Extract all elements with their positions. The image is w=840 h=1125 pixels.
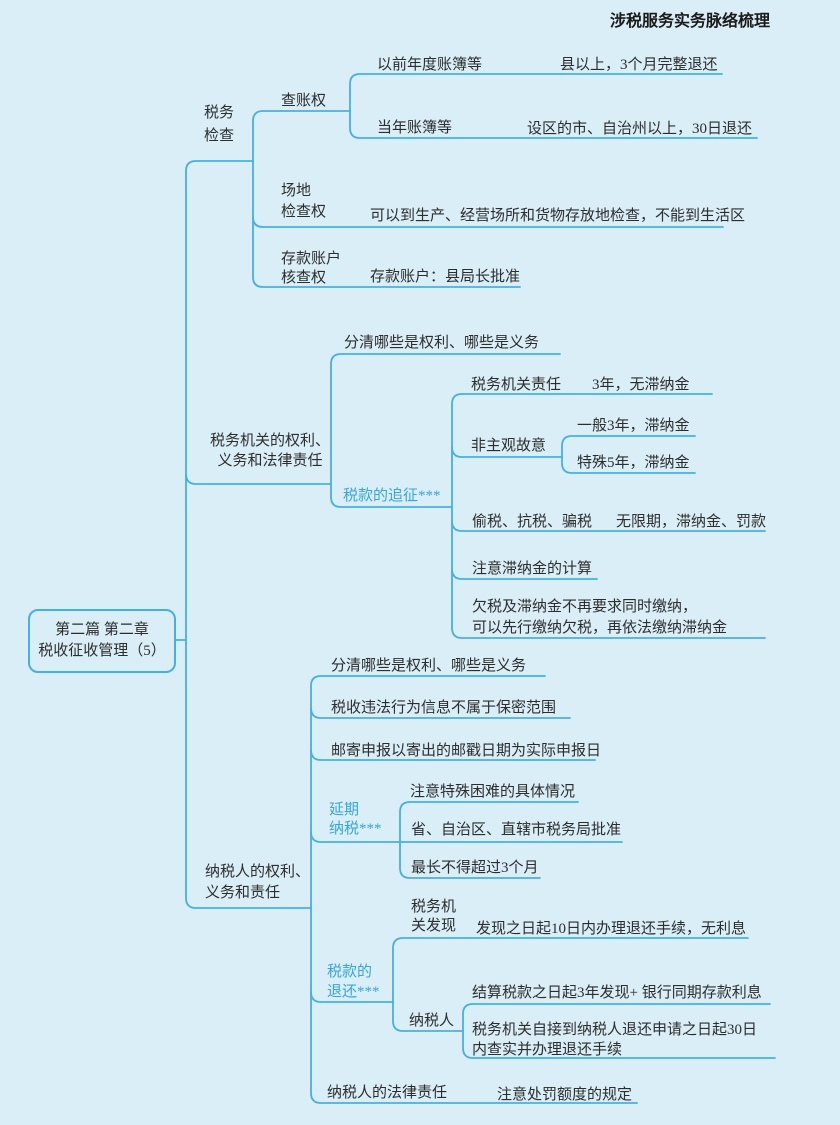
note-refund-interest: 结算税款之日起3年发现+ 银行同期存款利息 <box>472 985 762 1001</box>
site-right-underline <box>252 216 724 228</box>
note-mail-filing: 邮寄申报以寄出的邮戳日期为实际申报日 <box>331 743 602 759</box>
note-deferral-approval: 省、自治区、直辖市税务局批准 <box>411 822 622 838</box>
topic-refund-authority-found-line2: 关发现 <box>411 918 457 934</box>
topic-account-verify-line2: 核查权 <box>281 270 327 286</box>
topic-deferred-tax: 延期 纳税*** <box>329 801 382 839</box>
topic-unintentional: 非主观故意 <box>471 438 547 454</box>
note-refund-procedure-line1: 税务机关自接到纳税人退还申请之日起30日 <box>472 1022 758 1038</box>
unintentional-spine <box>561 435 696 474</box>
unintentional-underline <box>451 446 563 458</box>
topic-deferred-tax-line1: 延期 <box>329 802 360 818</box>
topic-tax-inspection-line1: 税务 <box>203 105 234 121</box>
topic-tax-evasion: 偷税、抗税、骗税 <box>472 514 593 530</box>
note-tax-arrears: 欠税及滞纳金不再要求同时缴纳， 可以先行缴纳欠税，再依法缴纳滞纳金 <box>472 597 727 639</box>
page-title: 涉税服务实务脉络梳理 <box>610 13 771 30</box>
audit-right-spine <box>349 73 758 139</box>
topic-audit-right: 查账权 <box>281 93 327 109</box>
note-late-fee-calc: 注意滞纳金的计算 <box>472 561 593 577</box>
note-prior-year-refund: 县以上，3个月完整退还 <box>560 57 718 73</box>
authority-underline <box>185 473 332 485</box>
refund-spine <box>392 937 749 1032</box>
deferral-spine <box>399 801 579 879</box>
topic-refund-taxpayer: 纳税人 <box>409 1013 455 1029</box>
topic-taxpayer-rights: 纳税人的权利、 义务和责任 <box>205 862 310 904</box>
topic-authority-rights-line1: 税务机关的权利、 <box>209 433 330 449</box>
root-topic-line1: 第二篇 第二章 <box>55 622 149 638</box>
inspection-spine <box>252 110 521 288</box>
topic-refund-authority-found-line1: 税务机 <box>411 899 457 915</box>
refund-taxpayer-spine <box>462 1003 776 1059</box>
authority-spine <box>330 353 561 508</box>
violation-underline <box>310 707 571 719</box>
late-fee-underline <box>451 568 598 580</box>
note-violation-info: 税收违法行为信息不属于保密范围 <box>331 700 557 716</box>
note-taxpayer-distinguish: 分清哪些是权利、哪些是义务 <box>331 658 527 674</box>
note-authority-distinguish: 分清哪些是权利、哪些是义务 <box>344 335 540 351</box>
topic-site-inspection-line1: 场地 <box>281 183 312 199</box>
topic-account-verify-line1: 存款账户 <box>281 251 342 267</box>
note-unintentional-special: 特殊5年，滞纳金 <box>577 455 690 471</box>
topic-tax-inspection-line2: 检查 <box>203 128 234 144</box>
note-tax-arrears-line1: 欠税及滞纳金不再要求同时缴纳， <box>472 599 698 615</box>
topic-prior-year-books: 以前年度账簿等 <box>377 57 483 73</box>
taxpayer-spine <box>310 675 638 1104</box>
topic-authority-rights: 税务机关的权利、 义务和法律责任 <box>196 431 344 471</box>
note-refund-procedure: 税务机关自接到纳税人退还申请之日起30日 内查实并办理退还手续 <box>472 1020 757 1060</box>
note-unintentional-general: 一般3年，滞纳金 <box>577 418 690 434</box>
evasion-underline <box>451 520 766 532</box>
root-topic: 第二篇 第二章 税收征收管理（5） <box>28 609 176 673</box>
note-account-verify: 存款账户：县局长批准 <box>370 269 521 285</box>
mail-filing-underline <box>310 749 596 761</box>
topic-taxpayer-liability: 纳税人的法律责任 <box>327 1085 448 1101</box>
note-current-year-refund: 设区的市、自治州以上，30日退还 <box>527 121 753 137</box>
topic-tax-refund-line2: 退还*** <box>327 984 380 1000</box>
note-tax-arrears-line2: 可以先行缴纳欠税，再依法缴纳滞纳金 <box>472 620 728 636</box>
topic-tax-refund: 税款的 退还*** <box>327 962 380 1002</box>
topic-taxpayer-rights-line2: 义务和责任 <box>205 885 281 901</box>
note-penalty-amount: 注意处罚额度的规定 <box>497 1087 633 1103</box>
note-tax-evasion: 无限期，滞纳金、罚款 <box>616 514 767 530</box>
topic-current-year-books: 当年账簿等 <box>377 120 453 136</box>
topic-authority-rights-line2: 义务和法律责任 <box>217 453 323 469</box>
topic-site-inspection-right: 场地 检查权 <box>281 181 326 223</box>
deferral-underline <box>310 831 623 843</box>
topic-deferred-tax-line2: 纳税*** <box>329 821 382 837</box>
trunk-line <box>185 160 312 909</box>
topic-tax-inspection: 税务 检查 <box>186 102 252 148</box>
topic-account-verify-right: 存款账户 核查权 <box>281 250 341 288</box>
note-refund-authority-found: 发现之日起10日内办理退还手续，无利息 <box>476 921 747 937</box>
topic-site-inspection-line2: 检查权 <box>281 204 327 220</box>
root-topic-line2: 税收征收管理（5） <box>38 643 166 659</box>
note-deferral-limit: 最长不得超过3个月 <box>411 860 539 876</box>
topic-authority-duty: 税务机关责任 <box>471 377 562 393</box>
recovery-spine <box>451 393 766 639</box>
topic-tax-refund-line1: 税款的 <box>327 964 373 980</box>
topic-taxpayer-rights-line1: 纳税人的权利、 <box>205 864 311 880</box>
topic-tax-recovery: 税款的追征*** <box>343 488 441 504</box>
topic-refund-authority-found: 税务机 关发现 <box>411 898 456 936</box>
note-authority-duty: 3年，无滞纳金 <box>592 377 690 393</box>
note-deferral-difficulty: 注意特殊困难的具体情况 <box>410 784 576 800</box>
note-site-inspection: 可以到生产、经营场所和货物存放地检查，不能到生活区 <box>370 208 746 224</box>
note-refund-procedure-line2: 内查实并办理退还手续 <box>472 1042 623 1058</box>
refund-underline <box>310 991 394 1003</box>
